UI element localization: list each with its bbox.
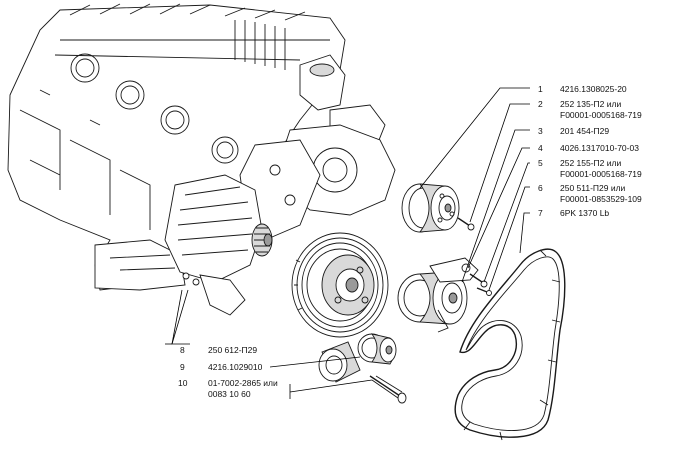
poly-v-belt <box>454 248 566 441</box>
part-code-8: 250 612-П29 <box>208 345 258 355</box>
part-code-2: 252 135-П2 или <box>560 99 622 109</box>
bolts-part-5-6 <box>469 273 492 296</box>
part-num-3: 3 <box>538 126 543 136</box>
part-code-7: 6PK 1370 Lb <box>560 208 610 218</box>
bolts-part-2 <box>457 217 475 231</box>
part-code-1: 4216.1308025-20 <box>560 84 627 94</box>
bracket-bolts-8 <box>182 272 200 286</box>
part-num-10: 10 <box>178 378 188 388</box>
part-num-2: 2 <box>538 99 543 109</box>
part-num-1: 1 <box>538 84 543 94</box>
part-code-6: 250 511-П29 или <box>560 183 626 193</box>
leader-lines <box>165 87 530 399</box>
part-code-4: 4026.1317010-70-03 <box>560 143 639 153</box>
part-code-5: 252 155-П2 или <box>560 158 622 168</box>
part-num-4: 4 <box>538 143 543 153</box>
part-code-2-alt: F00001-0005168-719 <box>560 110 642 120</box>
part-code-10-alt: 0083 10 60 <box>208 389 251 399</box>
pump-pulley <box>401 183 460 233</box>
part-code-6-alt: F00001-0853529-109 <box>560 194 642 204</box>
part-num-6: 6 <box>538 183 543 193</box>
part-num-8: 8 <box>180 345 185 355</box>
alternator <box>164 174 273 316</box>
part-code-10: 01-7002-2865 или <box>208 378 278 388</box>
tensioner <box>397 257 479 333</box>
part-num-7: 7 <box>538 208 543 218</box>
engine-block <box>7 3 396 291</box>
crankshaft-pulley <box>291 232 389 338</box>
part-num-5: 5 <box>538 158 543 168</box>
part-num-9: 9 <box>180 362 185 372</box>
part-code-5-alt: F00001-0005168-719 <box>560 169 642 179</box>
idler-pulleys <box>318 333 407 404</box>
part-code-3: 201 454-П29 <box>560 126 610 136</box>
part-code-9: 4216.1029010 <box>208 362 263 372</box>
